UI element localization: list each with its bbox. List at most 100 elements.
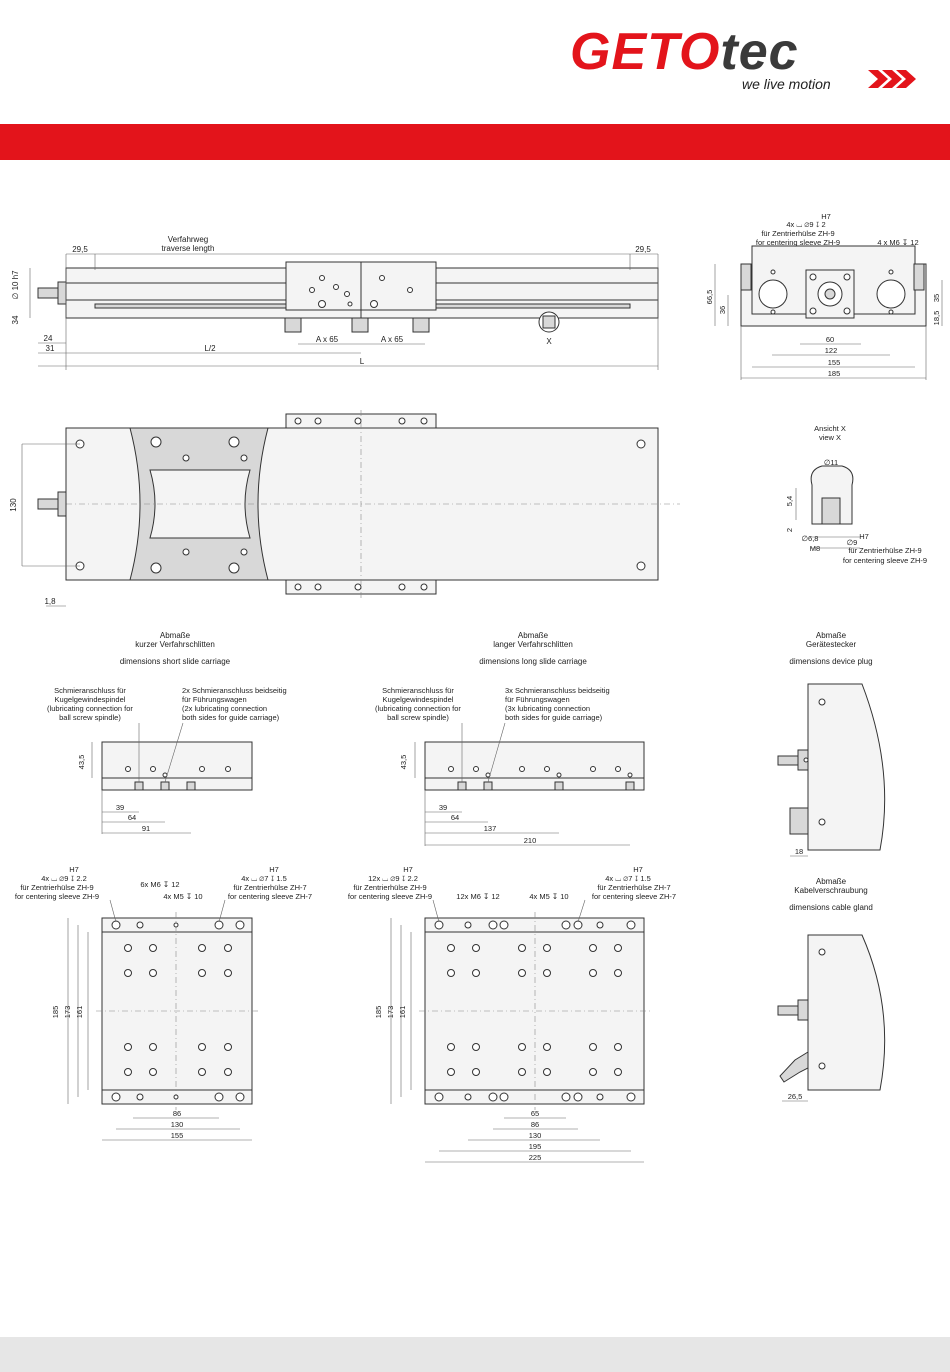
- svg-text:für Führungswagen: für Führungswagen: [182, 695, 247, 704]
- svg-text:6x M6 ↧ 12: 6x M6 ↧ 12: [140, 880, 179, 889]
- svg-text:64: 64: [128, 813, 136, 822]
- section-titles: Abmaße kurzer Verfahrschlitten dimension…: [120, 631, 873, 912]
- svg-text:L: L: [360, 357, 365, 366]
- svg-text:64: 64: [451, 813, 459, 822]
- view-x: [795, 465, 860, 549]
- svg-text:Kugelgewindespindel: Kugelgewindespindel: [383, 695, 454, 704]
- device-plug-view: [777, 683, 886, 857]
- side-view-labels: Verfahrweg traverse length 29,5 29,5 ∅ 1…: [11, 235, 651, 366]
- svg-text:∅11: ∅11: [824, 458, 838, 467]
- svg-text:traverse length: traverse length: [162, 244, 215, 253]
- svg-text:ball screw spindle): ball screw spindle): [59, 713, 121, 722]
- footer-bar: [0, 1337, 950, 1372]
- svg-text:dimensions long slide carriage: dimensions long slide carriage: [479, 657, 587, 666]
- svg-text:24: 24: [44, 334, 53, 343]
- svg-text:66,5: 66,5: [705, 290, 714, 305]
- short-carriage-top-labels: H7 4x ⌴ ∅9 ↧ 2.2 für Zentrierhülse ZH-9 …: [15, 865, 312, 1140]
- svg-text:A x 65: A x 65: [381, 335, 404, 344]
- svg-text:39: 39: [116, 803, 124, 812]
- svg-text:Kabelverschraubung: Kabelverschraubung: [794, 886, 867, 895]
- svg-text:für Führungswagen: für Führungswagen: [505, 695, 570, 704]
- logo-wordmark: GETOtec: [570, 23, 799, 81]
- svg-text:(3x lubricating connection: (3x lubricating connection: [505, 704, 590, 713]
- svg-text:for centering sleeve ZH-9: for centering sleeve ZH-9: [843, 556, 927, 565]
- svg-text:(2x lubricating connection: (2x lubricating connection: [182, 704, 267, 713]
- svg-text:für Zentrierhülse ZH-9: für Zentrierhülse ZH-9: [848, 546, 921, 555]
- svg-text:43,5: 43,5: [77, 755, 86, 770]
- svg-text:161: 161: [398, 1006, 407, 1019]
- svg-text:35: 35: [932, 294, 941, 302]
- svg-text:∅9: ∅9: [847, 538, 858, 547]
- svg-text:Abmaße: Abmaße: [816, 631, 847, 640]
- side-view: [29, 253, 659, 370]
- svg-text:34: 34: [11, 315, 20, 324]
- svg-text:L/2: L/2: [204, 344, 216, 353]
- svg-text:12x M6 ↧ 12: 12x M6 ↧ 12: [456, 892, 499, 901]
- svg-text:4 x M6 ↧ 12: 4 x M6 ↧ 12: [877, 238, 918, 247]
- svg-text:4x ⌴ ∅9 ↧ 2: 4x ⌴ ∅9 ↧ 2: [786, 220, 825, 229]
- svg-text:4x ⌴ ∅9 ↧ 2.2: 4x ⌴ ∅9 ↧ 2.2: [41, 874, 87, 883]
- svg-text:H7: H7: [403, 865, 413, 874]
- short-carriage-side: [91, 722, 253, 834]
- svg-text:H7: H7: [633, 865, 643, 874]
- header-red-bar: [0, 124, 950, 160]
- long-carriage-side: [414, 722, 645, 846]
- svg-text:86: 86: [173, 1109, 181, 1118]
- cable-gland-labels: 26,5: [788, 1092, 803, 1101]
- svg-text:langer Verfahrschlitten: langer Verfahrschlitten: [493, 640, 573, 649]
- svg-text:dimensions short slide carriag: dimensions short slide carriage: [120, 657, 231, 666]
- svg-text:(lubricating connection for: (lubricating connection for: [47, 704, 133, 713]
- svg-text:für Zentrierhülse ZH-9: für Zentrierhülse ZH-9: [353, 883, 426, 892]
- svg-text:130: 130: [171, 1120, 184, 1129]
- svg-text:H7: H7: [69, 865, 79, 874]
- svg-text:ball screw spindle): ball screw spindle): [387, 713, 449, 722]
- svg-text:A x 65: A x 65: [316, 335, 339, 344]
- logo-arrows-icon: [868, 70, 916, 88]
- svg-text:M8: M8: [810, 544, 820, 553]
- svg-text:91: 91: [142, 824, 150, 833]
- svg-text:36: 36: [718, 306, 727, 314]
- view-x-labels: Ansicht X view X ∅11 5,4 2 ∅6,8 M8 H7 ∅9…: [785, 424, 927, 565]
- svg-text:H7: H7: [821, 212, 831, 221]
- svg-text:185: 185: [374, 1006, 383, 1019]
- svg-text:122: 122: [825, 346, 838, 355]
- svg-text:for centering sleeve ZH-9: for centering sleeve ZH-9: [348, 892, 432, 901]
- svg-text:173: 173: [386, 1006, 395, 1019]
- svg-text:Abmaße: Abmaße: [518, 631, 549, 640]
- short-carriage-side-labels: Schmieranschluss für Kugelgewindespindel…: [47, 686, 287, 833]
- svg-text:29,5: 29,5: [635, 245, 651, 254]
- svg-text:both sides for guide carriage): both sides for guide carriage): [182, 713, 280, 722]
- svg-text:12x ⌴ ∅9 ↧ 2.2: 12x ⌴ ∅9 ↧ 2.2: [368, 874, 418, 883]
- svg-text:86: 86: [531, 1120, 539, 1129]
- cable-gland-view: [777, 934, 886, 1102]
- svg-text:29,5: 29,5: [72, 245, 88, 254]
- svg-text:4x ⌴ ∅7 ↧ 1.5: 4x ⌴ ∅7 ↧ 1.5: [241, 874, 287, 883]
- getotec-logo: GETOtec we live motion: [570, 26, 930, 96]
- svg-text:for centering sleeve ZH-7: for centering sleeve ZH-7: [592, 892, 676, 901]
- svg-text:dimensions cable gland: dimensions cable gland: [789, 903, 873, 912]
- end-view: [714, 245, 943, 380]
- svg-text:∅ 10 h7: ∅ 10 h7: [11, 270, 20, 300]
- short-carriage-top: [67, 899, 258, 1141]
- svg-text:for centering sleeve ZH-7: for centering sleeve ZH-7: [228, 892, 312, 901]
- svg-text:18,5: 18,5: [932, 311, 941, 326]
- svg-text:65: 65: [531, 1109, 539, 1118]
- svg-text:Kugelgewindespindel: Kugelgewindespindel: [55, 695, 126, 704]
- svg-text:2x Schmieranschluss beidseitig: 2x Schmieranschluss beidseitig: [182, 686, 287, 695]
- svg-text:for centering sleeve ZH-9: for centering sleeve ZH-9: [15, 892, 99, 901]
- svg-text:4x M5 ↧ 10: 4x M5 ↧ 10: [529, 892, 568, 901]
- long-carriage-top: [390, 899, 650, 1163]
- device-plug-labels: 18: [795, 847, 803, 856]
- svg-text:for centering sleeve ZH-9: for centering sleeve ZH-9: [756, 238, 840, 247]
- svg-text:39: 39: [439, 803, 447, 812]
- svg-text:X: X: [546, 337, 552, 346]
- top-view: [21, 410, 680, 607]
- svg-text:H7: H7: [269, 865, 279, 874]
- svg-text:18: 18: [795, 847, 803, 856]
- long-carriage-side-labels: Schmieranschluss für Kugelgewindespindel…: [375, 686, 610, 845]
- svg-text:kurzer Verfahrschlitten: kurzer Verfahrschlitten: [135, 640, 215, 649]
- svg-text:4x ⌴ ∅7 ↧ 1.5: 4x ⌴ ∅7 ↧ 1.5: [605, 874, 651, 883]
- svg-text:43,5: 43,5: [399, 755, 408, 770]
- svg-text:155: 155: [828, 358, 841, 367]
- svg-text:(lubricating connection for: (lubricating connection for: [375, 704, 461, 713]
